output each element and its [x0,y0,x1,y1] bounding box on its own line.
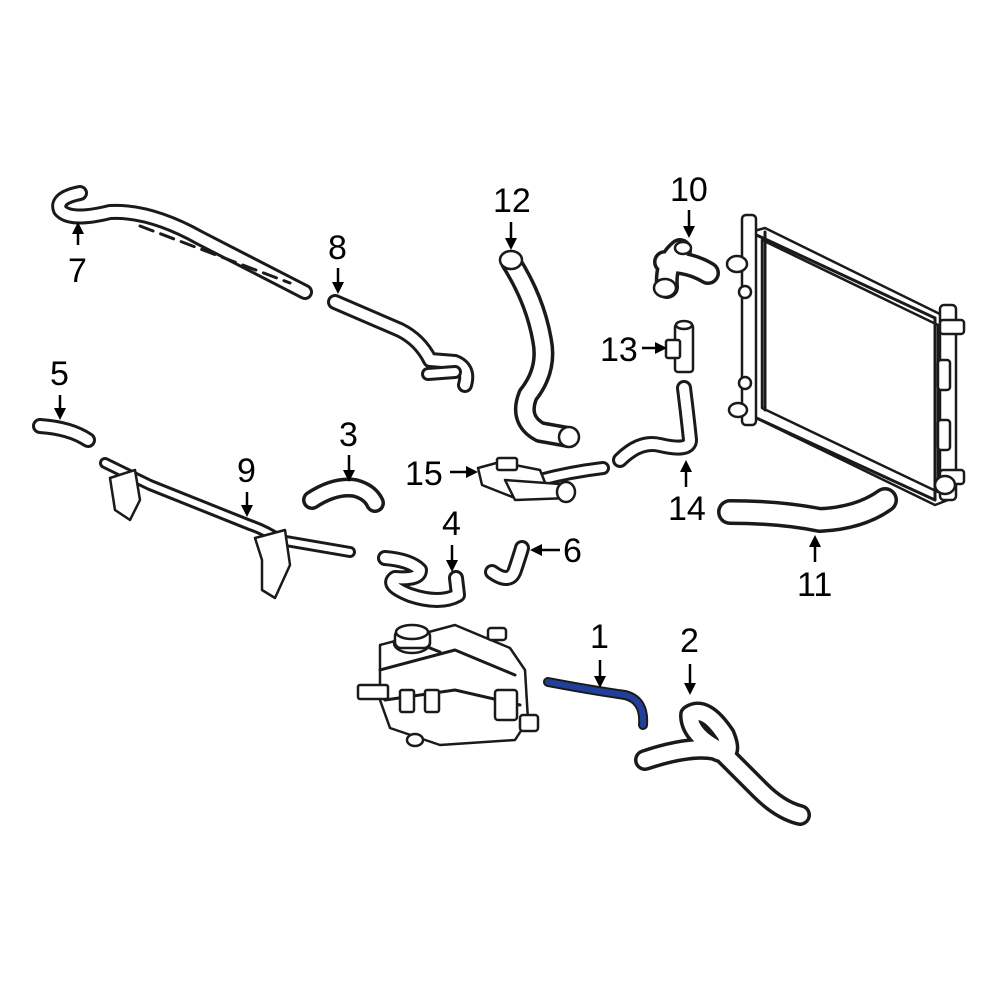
callout-10[interactable]: 10 [670,171,708,238]
part-7-pipe [51,185,313,300]
callout-label-12: 12 [493,182,531,220]
callout-label-14: 14 [668,490,706,528]
part-4-hose [377,550,466,608]
callout-label-13: 13 [600,331,638,369]
callout-label-15: 15 [405,455,443,493]
callout-label-7: 7 [68,252,87,290]
callout-2[interactable]: 2 [680,622,699,695]
callout-7[interactable]: 7 [68,222,87,290]
callout-11[interactable]: 11 [797,535,832,604]
callout-3[interactable]: 3 [339,416,358,482]
callout-label-6: 6 [563,532,582,570]
part-5-hose [32,418,96,448]
callouts: 1 2 3 4 5 6 [50,171,832,695]
callout-9[interactable]: 9 [237,452,256,517]
callout-label-11: 11 [797,566,832,604]
callout-15[interactable]: 15 [405,455,478,493]
part-15-valve [476,456,610,504]
callout-14[interactable]: 14 [668,460,706,528]
radiator [725,213,966,507]
part-14-hose [612,380,698,468]
callout-label-3: 3 [339,416,358,454]
part-8-hose [327,294,475,393]
callout-6[interactable]: 6 [530,532,582,570]
callout-label-1: 1 [590,618,609,656]
callout-label-4: 4 [442,505,461,543]
part-6-hose [484,540,530,586]
callout-label-5: 5 [50,355,69,393]
callout-label-8: 8 [328,229,347,267]
callout-4[interactable]: 4 [442,505,461,572]
callout-label-9: 9 [237,452,256,490]
part-11-hose [717,487,898,533]
part-2-hose [634,701,811,826]
part-9-pipe [99,457,356,600]
coolant-reservoir [356,623,540,748]
part-12-hose [498,249,581,449]
callout-label-10: 10 [670,171,708,209]
callout-label-2: 2 [680,622,699,660]
part-1-hose [543,677,649,730]
part-3-hose [302,477,385,513]
callout-8[interactable]: 8 [328,229,347,294]
callout-13[interactable]: 13 [600,331,667,369]
callout-12[interactable]: 12 [493,182,531,250]
part-13-clamp [664,319,695,374]
callout-1[interactable]: 1 [590,618,609,688]
callout-5[interactable]: 5 [50,355,69,420]
part-10-hose [652,238,720,299]
